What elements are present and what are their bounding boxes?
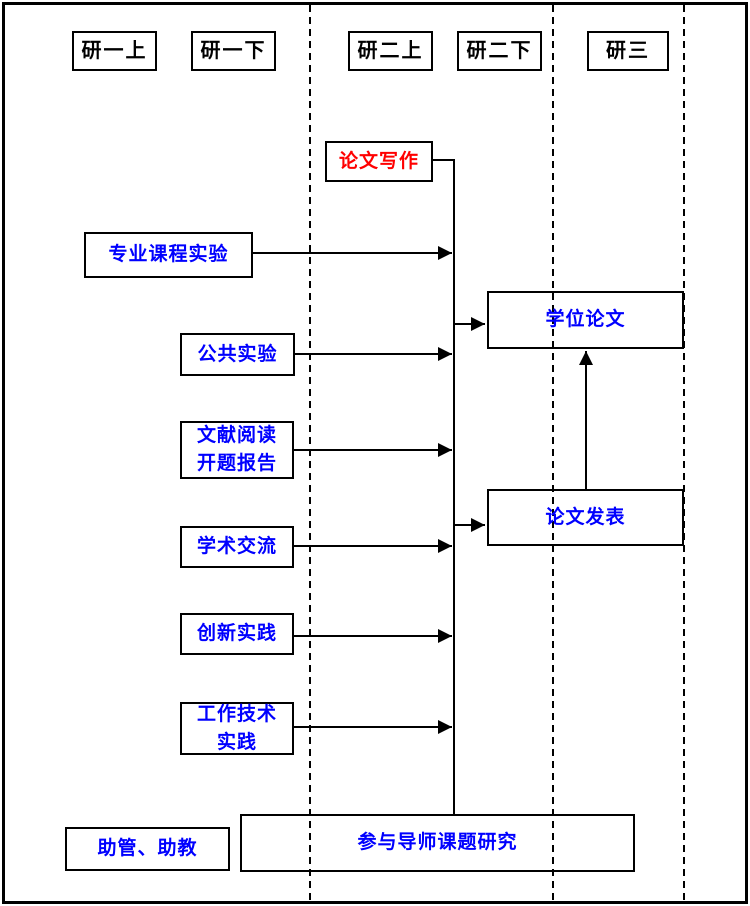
term-header-yan1shang: 研一上 (72, 31, 157, 71)
paper-publication-box: 论文发表 (487, 489, 684, 546)
term-header-yan2xia: 研二下 (457, 31, 542, 71)
assistant-duties-box: 助管、助教 (65, 827, 230, 871)
spine-connector-line (433, 159, 455, 815)
professional-course-experiment-box: 专业课程实验 (84, 232, 253, 278)
literature-reading-proposal-box: 文献阅读 开题报告 (180, 421, 294, 479)
academic-exchange-box: 学术交流 (180, 526, 294, 568)
work-technical-practice-box: 工作技术 实践 (180, 702, 294, 755)
supervisor-project-research-box: 参与导师课题研究 (240, 814, 635, 872)
thesis-writing-box: 论文写作 (325, 141, 433, 182)
term-header-yan3: 研三 (587, 31, 669, 71)
innovation-practice-box: 创新实践 (180, 613, 294, 655)
term-header-yan1xia: 研一下 (191, 31, 276, 71)
term-header-yan2shang: 研二上 (348, 31, 433, 71)
public-experiment-box: 公共实验 (180, 333, 295, 376)
degree-thesis-box: 学位论文 (487, 291, 684, 349)
